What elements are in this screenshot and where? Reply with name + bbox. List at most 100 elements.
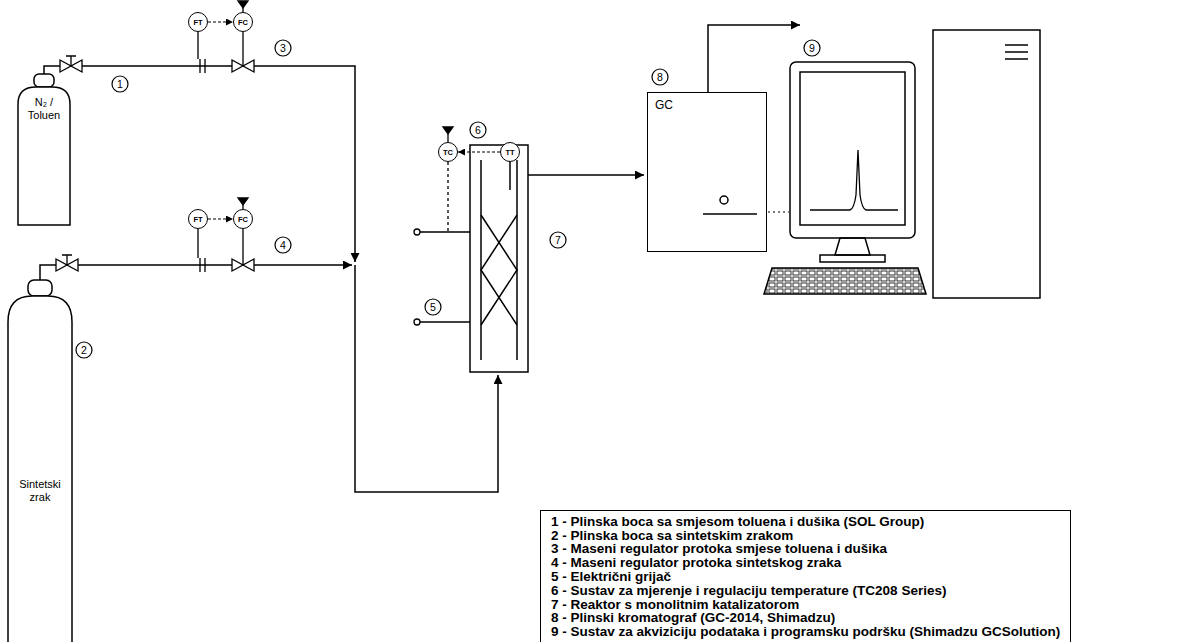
monolith-reactor [470, 145, 528, 372]
electric-heater [447, 162, 448, 232]
flow-sensor-orifices [200, 258, 205, 272]
callout-circles [112, 76, 128, 92]
pipe-lines [40, 25, 800, 492]
callout-number: 5 [425, 299, 441, 315]
pipe-lines [44, 66, 355, 262]
gas-cylinder-1 [34, 74, 54, 87]
callout-number: 6 [470, 122, 486, 138]
temperature-controller: TC [438, 142, 458, 162]
control-valves [232, 32, 254, 271]
callout-number: 8 [652, 69, 668, 85]
control-valves [242, 229, 243, 265]
signal-line [208, 21, 233, 22]
computer [764, 30, 1040, 298]
setpoint-signals [238, 198, 248, 205]
gas-cylinder-1 [18, 74, 70, 225]
legend-box: 1 - Plinska boca sa smjesom toluena i du… [540, 510, 1071, 642]
flow-sensor-orifices [200, 59, 205, 73]
callout-circles [425, 299, 441, 315]
legend-line: 2 - Plinska boca sa sintetskim zrakom [551, 529, 1060, 543]
computer [764, 268, 926, 294]
monolith-reactor [481, 215, 517, 325]
flow-controller: FC [233, 209, 253, 229]
gas-chromatograph [703, 213, 757, 215]
monolith-reactor [470, 145, 528, 372]
computer [933, 30, 1040, 298]
computer [790, 62, 915, 238]
callout-circles [76, 342, 92, 358]
callout-circles [804, 40, 820, 56]
computer [835, 238, 870, 255]
chromatograph-box: GC [647, 92, 767, 252]
pipe-lines [708, 25, 800, 92]
node-label: FC [238, 215, 248, 224]
legend-line: 1 - Plinska boca sa smjesom toluena i du… [551, 515, 1060, 529]
computer [820, 255, 885, 262]
callout-number: 3 [275, 40, 291, 56]
legend-line: 5 - Električni grijač [551, 570, 1060, 584]
pipe-lines [40, 265, 352, 280]
node-label: GC [655, 98, 759, 112]
gas-chromatograph [768, 211, 789, 212]
flow-transmitter: FT [188, 12, 208, 32]
node-label: FT [193, 18, 202, 27]
gas-cylinder-label: N₂ / Toluen [18, 96, 70, 216]
legend-line: 4 - Maseni regulator protoka sintetskog … [551, 556, 1060, 570]
flow-controller: FC [233, 12, 253, 32]
callout-circles [76, 40, 820, 358]
electric-heater [414, 162, 470, 325]
monolith-reactor [481, 160, 517, 360]
gas-cylinder-label: Sintetski zrak [8, 478, 72, 538]
electric-heater [420, 232, 470, 322]
electric-heater [414, 319, 420, 325]
legend-line: 6 - Sustav za mjerenje i regulaciju temp… [551, 584, 1060, 598]
callout-circles [275, 40, 291, 56]
callout-number: 1 [112, 76, 128, 92]
legend-line: 7 - Reaktor s monolitnim katalizatorom [551, 598, 1060, 612]
node-label: Sintetski zrak [11, 478, 69, 504]
monolith-reactor [509, 161, 511, 190]
callout-number: 7 [550, 232, 566, 248]
gas-cylinder-2 [28, 280, 52, 296]
callout-circles [652, 69, 668, 85]
gas-chromatograph [703, 196, 789, 214]
callout-number: 2 [76, 342, 92, 358]
setpoint-signals [443, 127, 453, 134]
callout-number: 4 [275, 237, 291, 253]
computer [1005, 45, 1028, 59]
control-valves [242, 32, 243, 66]
node-label: FT [193, 215, 202, 224]
signal-line [458, 151, 500, 152]
callout-circles [470, 122, 486, 138]
gas-chromatograph [720, 196, 728, 204]
gas-cylinder-2 [8, 280, 72, 642]
flow-transmitter: FT [188, 209, 208, 229]
pipe-lines [528, 174, 644, 176]
hand-valves [56, 56, 82, 271]
flow-sensor-orifices [197, 229, 198, 258]
node-label: N₂ / Toluen [21, 96, 67, 122]
node-label: TT [505, 148, 514, 157]
hand-valves [62, 255, 72, 265]
node-label: TC [443, 148, 453, 157]
callout-circles [550, 232, 566, 248]
computer [800, 72, 905, 225]
electric-heater [414, 229, 420, 235]
legend-line: 9 - Sustav za akviziciju podataka i prog… [551, 625, 1060, 639]
temperature-transmitter: TT [500, 142, 520, 162]
computer [810, 150, 898, 210]
legend-line: 8 - Plinski kromatograf (GC-2014, Shimad… [551, 611, 1060, 625]
legend-line: 3 - Maseni regulator protoka smjese tolu… [551, 542, 1060, 556]
setpoint-signals [238, 1, 248, 8]
node-label: FC [238, 18, 248, 27]
signal-line [208, 218, 233, 219]
callout-number: 9 [804, 40, 820, 56]
flow-sensor-orifices [197, 32, 198, 59]
setpoint-signals [447, 134, 448, 142]
hand-valves [66, 56, 76, 66]
callout-circles [275, 237, 291, 253]
gas-cylinder-1 [18, 87, 70, 225]
setpoint-signals [238, 1, 453, 209]
gas-cylinder-2 [8, 296, 72, 642]
